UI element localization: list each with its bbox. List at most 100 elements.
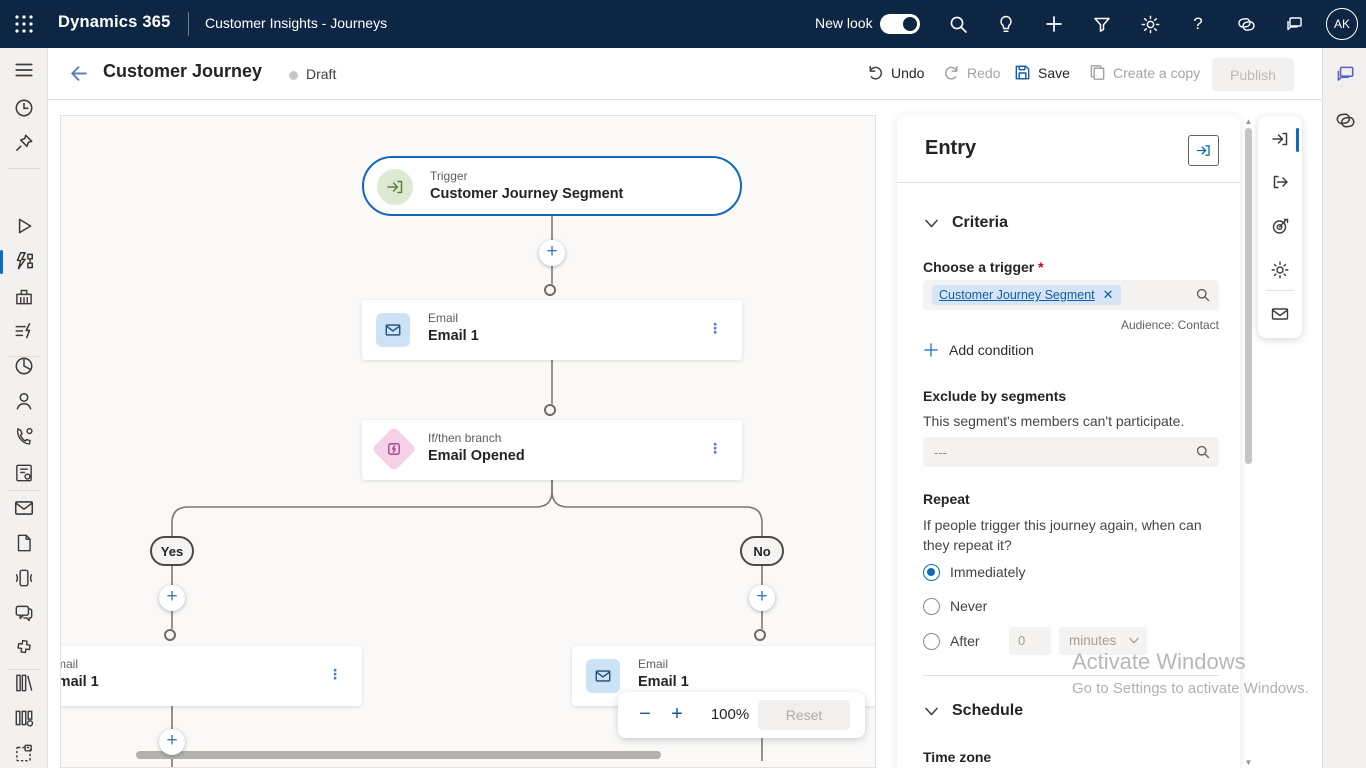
avatar[interactable]: AK — [1326, 8, 1358, 40]
section-label: Schedule — [952, 702, 1024, 719]
if-then-branch-node[interactable]: If/then branch Email Opened ⋮ — [362, 420, 742, 480]
email-icon[interactable] — [1270, 304, 1290, 324]
pin-icon[interactable] — [13, 132, 35, 154]
play-icon[interactable] — [13, 215, 35, 237]
redo-icon[interactable] — [942, 63, 962, 83]
new-look-label: New look — [815, 15, 873, 31]
sidebar-divider — [8, 356, 40, 357]
library-icon[interactable] — [13, 672, 35, 694]
panel-title: Entry — [925, 137, 977, 159]
radio[interactable] — [923, 632, 940, 650]
clipboard-icon[interactable] — [13, 742, 35, 764]
branch-no-pill[interactable]: No — [740, 536, 784, 566]
email-node[interactable]: Email Email 1 ⋮ — [362, 300, 742, 360]
waffle-icon[interactable] — [13, 13, 35, 35]
chat-icon[interactable] — [1283, 13, 1305, 35]
panel-scrollbar[interactable]: ▲ ▼ — [1244, 117, 1253, 768]
choose-trigger-label: Choose a trigger * — [923, 259, 1044, 275]
person-icon[interactable] — [13, 390, 35, 412]
lightbulb-icon[interactable] — [995, 13, 1017, 35]
after-value-input[interactable]: 0 — [1009, 627, 1051, 655]
selected-trigger-link[interactable]: Customer Journey Segment — [939, 288, 1095, 302]
sidebar-active-indicator — [0, 250, 3, 274]
more-options-icon[interactable]: ⋮ — [328, 666, 342, 682]
back-icon[interactable] — [68, 63, 88, 83]
add-step-button[interactable]: + — [159, 729, 185, 755]
building-icon[interactable] — [13, 285, 35, 307]
trigger-search-input[interactable]: Customer Journey Segment ✕ — [923, 280, 1219, 310]
redo-button[interactable]: Redo — [967, 65, 1001, 81]
save-button[interactable]: Save — [1038, 65, 1070, 81]
zoom-in-button[interactable]: + — [671, 703, 683, 725]
help-icon[interactable]: ? — [1193, 14, 1203, 33]
node-type-label: Email — [428, 311, 459, 325]
filter-icon[interactable] — [1091, 13, 1113, 35]
hamburger-icon[interactable] — [13, 59, 35, 81]
scroll-down-icon[interactable]: ▼ — [1244, 758, 1253, 767]
horizontal-scrollbar[interactable] — [136, 751, 661, 759]
schedule-section-header[interactable]: Schedule — [925, 702, 1023, 720]
clock-icon[interactable] — [13, 97, 35, 119]
zoom-out-button[interactable]: − — [639, 703, 651, 725]
selected-trigger-pill[interactable]: Customer Journey Segment ✕ — [932, 285, 1121, 305]
add-step-button[interactable]: + — [749, 585, 775, 611]
email-icon[interactable] — [13, 497, 35, 519]
journeys-icon[interactable] — [13, 250, 35, 272]
goal-icon[interactable] — [1270, 216, 1290, 236]
trigger-node[interactable]: Trigger Customer Journey Segment — [362, 156, 742, 216]
add-condition-button[interactable]: Add condition — [923, 342, 1034, 358]
add-step-button[interactable]: + — [159, 585, 185, 611]
triggers-icon[interactable] — [13, 320, 35, 342]
remove-trigger-icon[interactable]: ✕ — [1102, 287, 1114, 302]
more-options-icon[interactable]: ⋮ — [708, 320, 722, 336]
chat-bubbles-icon[interactable] — [13, 602, 35, 624]
radio[interactable] — [923, 597, 940, 615]
after-unit-dropdown[interactable]: minutes — [1059, 627, 1147, 655]
branch-yes-pill[interactable]: Yes — [150, 536, 194, 566]
copilot-icon[interactable] — [1235, 13, 1257, 35]
new-look-toggle[interactable] — [880, 14, 920, 34]
status-dot — [289, 71, 298, 80]
repeat-option-immediately[interactable]: Immediately — [923, 563, 1025, 581]
exclude-segments-label: Exclude by segments — [923, 388, 1067, 404]
criteria-section-header[interactable]: Criteria — [925, 214, 1008, 232]
phone-gear-icon[interactable] — [13, 425, 35, 447]
search-icon[interactable] — [947, 13, 969, 35]
undo-icon[interactable] — [866, 63, 886, 83]
exit-icon[interactable] — [1270, 172, 1290, 192]
copy-icon[interactable] — [1088, 63, 1108, 83]
publish-button[interactable]: Publish — [1212, 58, 1294, 91]
feedback-chat-icon[interactable] — [1334, 63, 1356, 85]
exclude-segments-input[interactable]: --- — [923, 437, 1219, 467]
radio-selected[interactable] — [923, 563, 940, 581]
create-copy-button[interactable]: Create a copy — [1113, 65, 1201, 81]
app-name[interactable]: Customer Insights - Journeys — [205, 15, 388, 31]
scrollbar-thumb[interactable] — [1245, 128, 1252, 464]
columns-gear-icon[interactable] — [13, 707, 35, 729]
scroll-up-icon[interactable]: ▲ — [1244, 117, 1253, 126]
product-name[interactable]: Dynamics 365 — [58, 13, 171, 31]
undo-button[interactable]: Undo — [891, 65, 925, 81]
journey-canvas[interactable]: Trigger Customer Journey Segment + Email… — [60, 115, 876, 768]
consent-doc-icon[interactable] — [13, 462, 35, 484]
settings-icon[interactable] — [1270, 260, 1290, 280]
entry-panel-toggle-button[interactable] — [1188, 135, 1219, 166]
sidebar-divider — [8, 490, 40, 491]
entry-icon[interactable] — [1270, 129, 1290, 149]
repeat-option-never[interactable]: Never — [923, 597, 987, 615]
section-label: Criteria — [952, 214, 1009, 231]
page-icon[interactable] — [13, 532, 35, 554]
phone-vibrate-icon[interactable] — [13, 567, 35, 589]
puzzle-icon[interactable] — [13, 637, 35, 659]
copilot-icon[interactable] — [1334, 109, 1356, 131]
top-navbar: Dynamics 365 Customer Insights - Journey… — [0, 0, 1366, 48]
save-icon[interactable] — [1013, 63, 1033, 83]
zoom-reset-button[interactable]: Reset — [758, 700, 850, 730]
analytics-pie-icon[interactable] — [13, 355, 35, 377]
plus-icon[interactable] — [1043, 13, 1065, 35]
add-step-button[interactable]: + — [539, 240, 565, 266]
email-node[interactable]: Email Email 1 ⋮ — [61, 646, 362, 706]
more-options-icon[interactable]: ⋮ — [708, 440, 722, 456]
gear-icon[interactable] — [1139, 13, 1161, 35]
repeat-option-after[interactable]: After 0 minutes — [923, 627, 1147, 655]
